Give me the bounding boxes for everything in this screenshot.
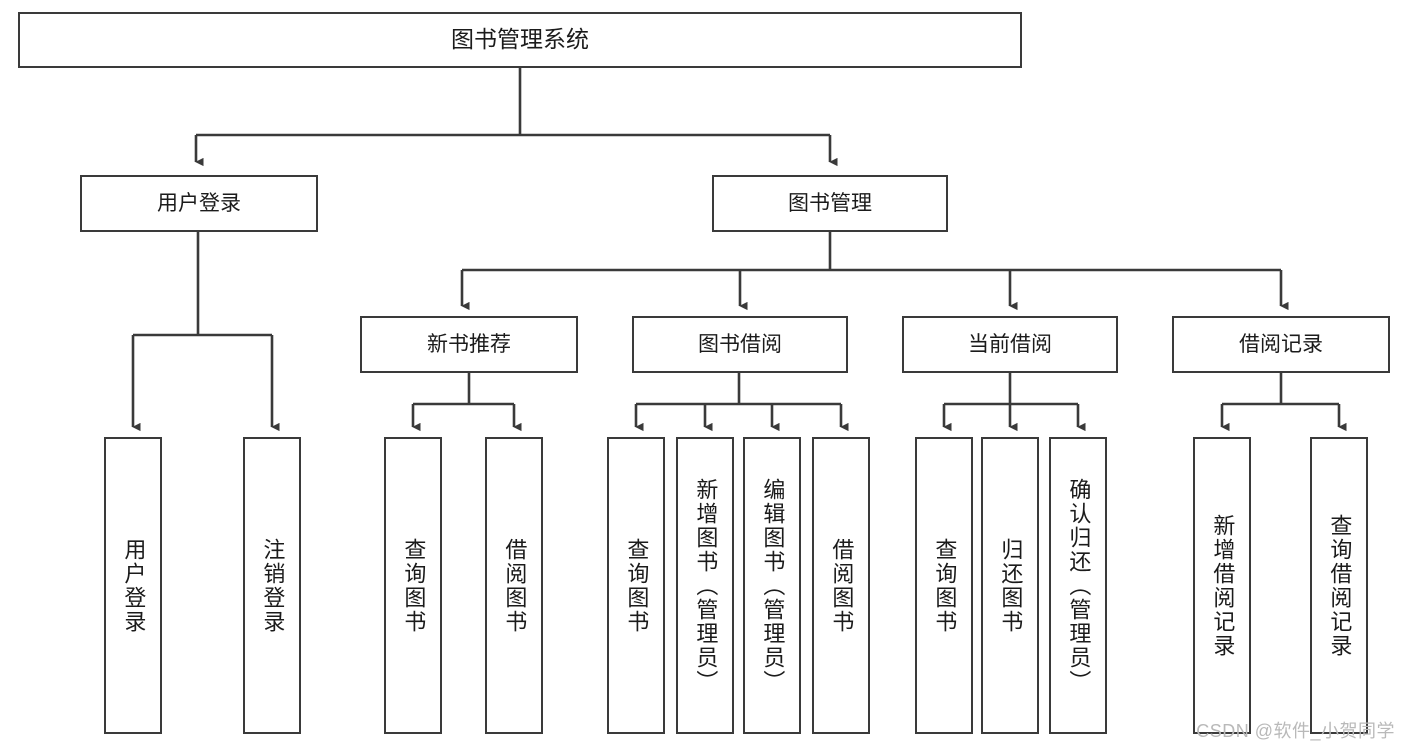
node-user-login-label: 用户登录 (157, 191, 241, 215)
leaf-query-book-3-label: 查询图书 (932, 537, 958, 634)
leaf-confirm-return-label: 确认归还（管理员） (1066, 477, 1092, 694)
leaf-edit-book[interactable]: 编辑图书（管理员） (743, 437, 801, 734)
leaf-return-book[interactable]: 归还图书 (981, 437, 1039, 734)
node-user-login[interactable]: 用户登录 (80, 175, 318, 232)
leaf-borrow-book-1-label: 借阅图书 (502, 537, 528, 634)
leaf-borrow-book-1[interactable]: 借阅图书 (485, 437, 543, 734)
node-book-management-label: 图书管理 (788, 191, 872, 215)
leaf-query-record-label: 查询借阅记录 (1327, 513, 1353, 658)
leaf-query-book-1-label: 查询图书 (401, 537, 427, 634)
leaf-add-book-label: 新增图书（管理员） (693, 477, 719, 694)
leaf-add-record[interactable]: 新增借阅记录 (1193, 437, 1251, 734)
node-root-label: 图书管理系统 (451, 26, 589, 53)
leaf-query-book-1[interactable]: 查询图书 (384, 437, 442, 734)
leaf-add-record-label: 新增借阅记录 (1210, 513, 1236, 658)
node-current-borrow[interactable]: 当前借阅 (902, 316, 1118, 373)
leaf-logout-login[interactable]: 注销登录 (243, 437, 301, 734)
node-new-book-recommend[interactable]: 新书推荐 (360, 316, 578, 373)
leaf-user-login[interactable]: 用户登录 (104, 437, 162, 734)
node-borrow-record-label: 借阅记录 (1239, 332, 1323, 356)
node-root[interactable]: 图书管理系统 (18, 12, 1022, 68)
leaf-query-record[interactable]: 查询借阅记录 (1310, 437, 1368, 734)
leaf-user-login-label: 用户登录 (121, 537, 147, 634)
node-borrow-record[interactable]: 借阅记录 (1172, 316, 1390, 373)
leaf-borrow-book-2[interactable]: 借阅图书 (812, 437, 870, 734)
node-current-borrow-label: 当前借阅 (968, 332, 1052, 356)
leaf-borrow-book-2-label: 借阅图书 (829, 537, 855, 634)
watermark: CSDN @软件_小贺同学 (1196, 721, 1395, 741)
node-new-book-recommend-label: 新书推荐 (427, 332, 511, 356)
node-book-borrow[interactable]: 图书借阅 (632, 316, 848, 373)
node-book-borrow-label: 图书借阅 (698, 332, 782, 356)
node-book-management[interactable]: 图书管理 (712, 175, 948, 232)
leaf-query-book-2[interactable]: 查询图书 (607, 437, 665, 734)
leaf-query-book-2-label: 查询图书 (624, 537, 650, 634)
leaf-add-book[interactable]: 新增图书（管理员） (676, 437, 734, 734)
leaf-query-book-3[interactable]: 查询图书 (915, 437, 973, 734)
leaf-logout-login-label: 注销登录 (260, 537, 286, 634)
leaf-edit-book-label: 编辑图书（管理员） (760, 477, 786, 694)
leaf-return-book-label: 归还图书 (998, 537, 1024, 634)
leaf-confirm-return[interactable]: 确认归还（管理员） (1049, 437, 1107, 734)
